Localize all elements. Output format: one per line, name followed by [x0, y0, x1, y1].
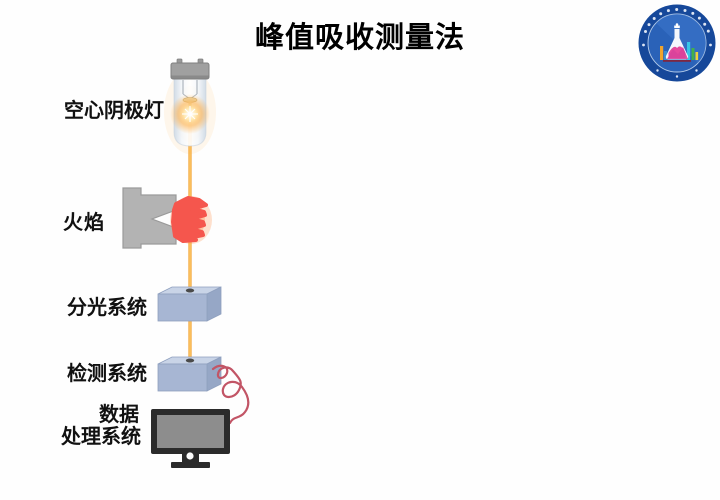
monitor	[151, 409, 230, 468]
burner-and-flame	[122, 187, 212, 249]
detection-box	[157, 356, 222, 392]
logo-rim-text-marks	[642, 8, 712, 78]
label-detection-system: 检测系统	[67, 363, 147, 385]
burner-head	[122, 187, 177, 249]
spectroscopy-box-front	[157, 293, 208, 322]
lamp-cap	[170, 62, 210, 80]
detection-box-beam-port	[185, 358, 195, 363]
spectroscopy-box-beam-port	[185, 288, 195, 293]
label-data-processing-line1: 数据	[99, 404, 139, 426]
monitor-stand-base	[171, 462, 210, 468]
label-hollow-cathode-lamp: 空心阴极灯	[64, 100, 164, 122]
spectroscopy-box	[157, 286, 222, 322]
signal-cable	[211, 364, 250, 425]
monitor-screen	[157, 415, 224, 448]
lamp-cap-edge	[171, 75, 209, 79]
detection-box-front	[157, 363, 208, 392]
label-flame: 火焰	[63, 212, 105, 234]
institution-badge-logo	[638, 4, 716, 82]
logo-mountain	[667, 47, 688, 59]
hollow-cathode-lamp	[164, 58, 216, 154]
logo-lab-illustration	[660, 23, 699, 62]
monitor-power-light	[186, 452, 194, 460]
label-data-processing-line2: 处理系统	[61, 426, 141, 448]
page-title: 峰值吸收测量法	[254, 22, 465, 54]
lamp-sparkle	[182, 106, 198, 122]
label-spectroscopy-system: 分光系统	[67, 297, 147, 319]
flame	[171, 196, 208, 243]
